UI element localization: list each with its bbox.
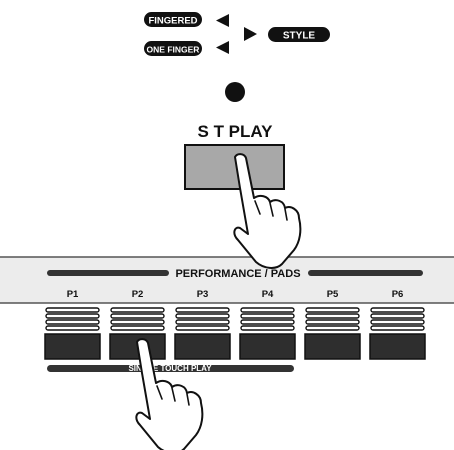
style-label: STYLE — [283, 31, 316, 42]
pad-indicator-stripes — [370, 307, 425, 331]
panel-title-bar-left — [47, 270, 169, 276]
fingered-label: FINGERED — [148, 16, 197, 27]
pad-label: P6 — [392, 289, 404, 300]
pad-indicator-stripes — [240, 307, 295, 331]
performance-pads-panel — [0, 256, 454, 304]
pad-button-p3[interactable] — [174, 333, 231, 360]
pad-p3: P3 — [174, 289, 231, 360]
single-touch-play-bar — [47, 365, 294, 372]
pad-indicator-stripes — [175, 307, 230, 331]
one-finger-label: ONE FINGER — [147, 45, 200, 55]
pad-row: P1 P2 P3 P4 P5 P6 — [44, 289, 426, 360]
arrow-right-icon — [244, 27, 257, 41]
led-indicator-icon — [225, 82, 245, 102]
one-finger-badge: ONE FINGER — [144, 41, 202, 56]
arrow-left-icon — [216, 41, 229, 54]
fingered-badge: FINGERED — [144, 12, 202, 27]
pad-p5: P5 — [304, 289, 361, 360]
panel-title: PERFORMANCE / PADS — [175, 268, 300, 280]
pointing-hand-icon — [135, 338, 204, 450]
pad-p6: P6 — [369, 289, 426, 360]
pad-label: P5 — [327, 289, 339, 300]
arrow-left-icon — [216, 14, 229, 27]
pad-button-p6[interactable] — [369, 333, 426, 360]
pad-indicator-stripes — [305, 307, 360, 331]
pad-indicator-stripes — [45, 307, 100, 331]
panel-title-bar-right — [308, 270, 423, 276]
pad-p1: P1 — [44, 289, 101, 360]
pad-button-p5[interactable] — [304, 333, 361, 360]
pad-indicator-stripes — [110, 307, 165, 331]
single-touch-play-label: SINGLE TOUCH PLAY — [128, 364, 212, 373]
st-play-label: S T PLAY — [198, 122, 274, 141]
pad-label: P4 — [262, 289, 274, 300]
pad-label: P2 — [132, 289, 144, 300]
pad-button-p4[interactable] — [239, 333, 296, 360]
pad-button-p1[interactable] — [44, 333, 101, 360]
pad-label: P1 — [67, 289, 79, 300]
pad-label: P3 — [197, 289, 209, 300]
st-play-button[interactable] — [184, 144, 285, 190]
pad-p4: P4 — [239, 289, 296, 360]
style-badge: STYLE — [268, 27, 330, 42]
pointing-hand-icon — [233, 153, 302, 269]
